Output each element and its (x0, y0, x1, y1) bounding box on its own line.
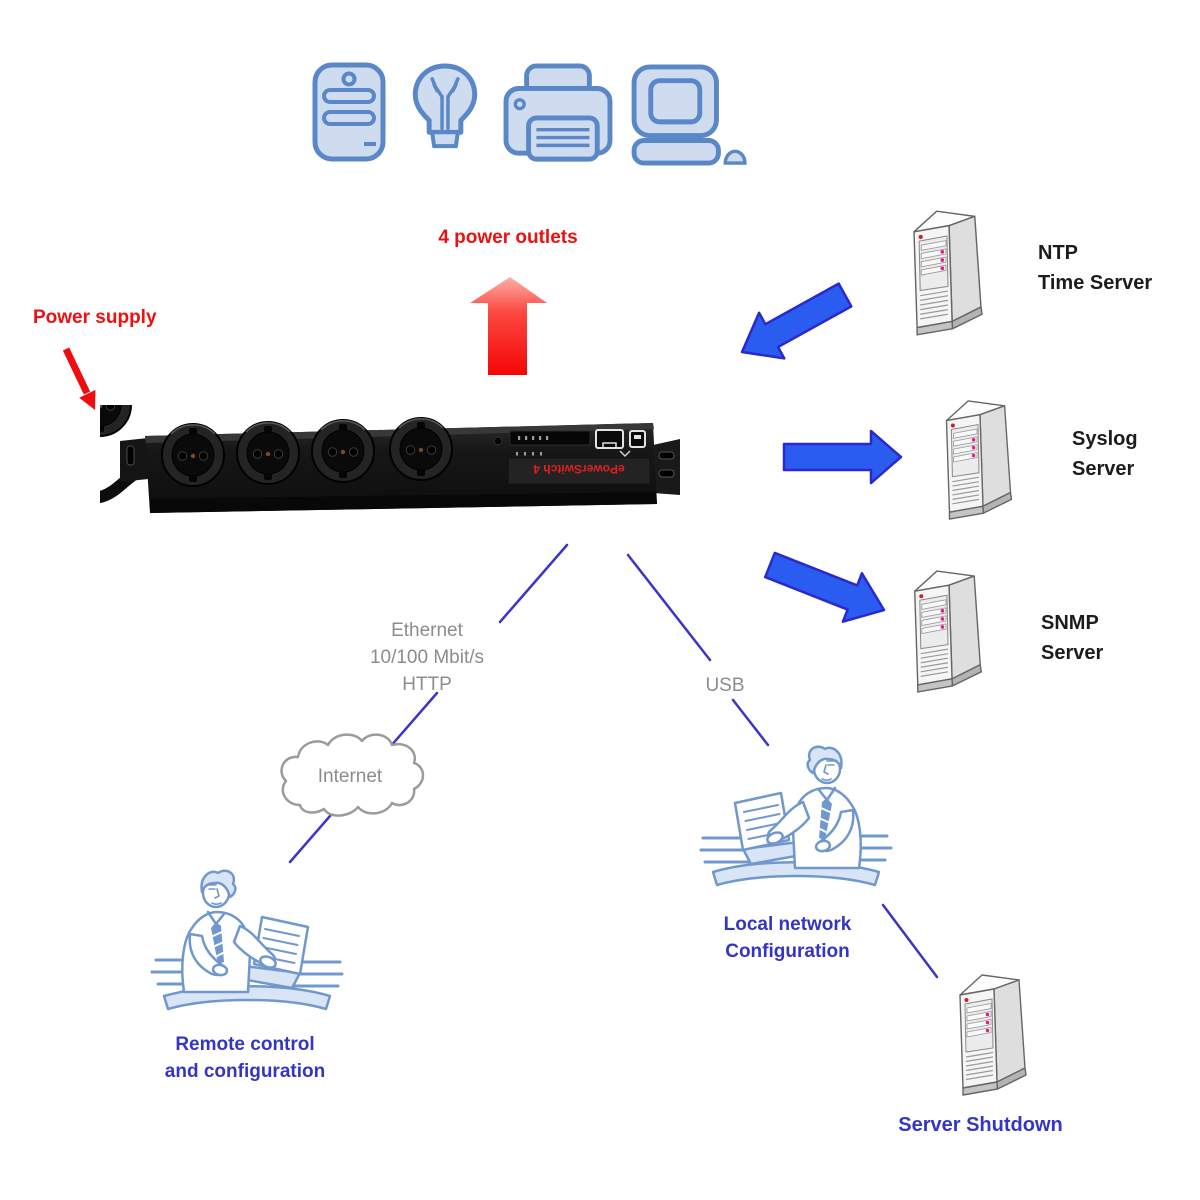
local-line1: Local network (723, 914, 852, 935)
power-outlets (100, 405, 453, 485)
usb-line-upper (626, 553, 712, 662)
arrow-to-syslog (782, 429, 903, 485)
syslog-server-label: Syslog Server (1072, 424, 1138, 484)
syslog-line1: Syslog (1072, 428, 1138, 450)
snmp-server-label: SNMP Server (1041, 608, 1103, 668)
ethernet-line1: Ethernet (391, 620, 463, 641)
ntp-server-label: NTP Time Server (1038, 238, 1152, 298)
ntp-server-icon (906, 204, 990, 340)
power-outlets-label: 4 power outlets (438, 227, 578, 248)
local-line2: Configuration (725, 941, 850, 962)
right-mount-bracket (653, 439, 680, 495)
tower-pc-icon (312, 62, 386, 162)
ethernet-line2: 10/100 Mbit/s (369, 647, 485, 668)
light-bulb-icon (412, 63, 478, 149)
usb-line-lower (731, 698, 770, 747)
desktop-computer-icon (631, 64, 747, 166)
usb-port (629, 430, 646, 448)
ethernet-line-upper (498, 543, 569, 624)
ethernet-line3: HTTP (402, 674, 452, 695)
local-user-icon (698, 738, 893, 908)
remote-line2: and configuration (164, 1061, 326, 1082)
shutdown-line (881, 903, 939, 979)
snmp-line1: SNMP (1041, 612, 1099, 634)
remote-user-label: Remote control and configuration (140, 1031, 350, 1085)
snmp-line2: Server (1041, 642, 1104, 664)
device-screw-hole (493, 436, 503, 446)
power-supply-label: Power supply (33, 307, 157, 328)
shutdown-server-label: Server Shutdown (898, 1114, 1063, 1136)
ntp-line1: NTP (1038, 242, 1078, 264)
remote-line1: Remote control (175, 1034, 315, 1055)
internet-label: Internet (317, 766, 383, 787)
device-label: ePowerSwitch 4 (533, 462, 625, 476)
local-user-label: Local network Configuration (705, 911, 870, 965)
epowerswitch-device (100, 405, 680, 513)
ethernet-port (595, 429, 624, 449)
power-supply-arrow (62, 347, 96, 410)
power-outlets-arrow (470, 277, 547, 375)
internet-cloud-icon (280, 733, 425, 817)
arrow-to-ntp (740, 282, 853, 360)
printer-icon (503, 63, 613, 162)
syslog-server-icon (938, 394, 1020, 524)
ntp-line2: Time Server (1038, 272, 1153, 294)
dip-switch-panel (509, 430, 591, 446)
snmp-server-icon (906, 564, 990, 697)
arrow-to-snmp (763, 551, 886, 623)
device-label-plate (507, 457, 651, 485)
usb-label: USB (705, 675, 745, 696)
ethernet-label: Ethernet 10/100 Mbit/s HTTP (342, 617, 512, 698)
shutdown-server-icon (944, 968, 1042, 1100)
remote-user-icon (150, 862, 345, 1032)
syslog-line2: Server (1072, 458, 1135, 480)
